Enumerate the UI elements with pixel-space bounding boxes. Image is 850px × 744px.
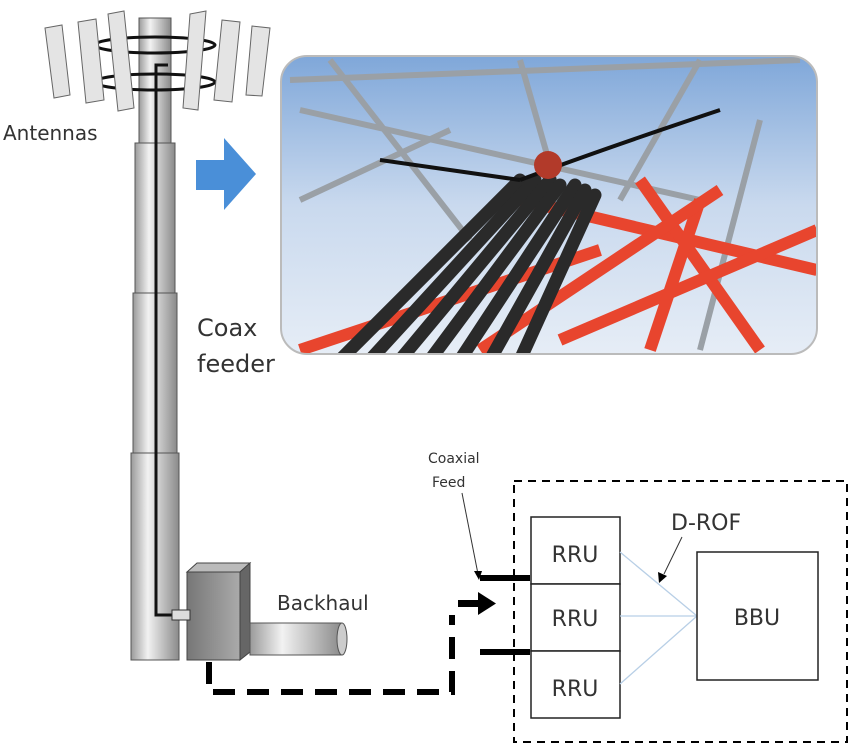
coaxial-feed-pointer-icon — [474, 571, 482, 580]
rru-box-1 — [530, 516, 621, 585]
antennas-label: Antennas — [3, 121, 98, 145]
coax-feed-line-bottom — [480, 649, 530, 655]
equipment-cabinet — [171, 561, 252, 662]
system-boundary — [513, 480, 848, 743]
blue-arrow-icon — [196, 138, 256, 210]
coaxial-feed-label-line1: Coaxial — [428, 451, 480, 467]
rru-label-3: RRU — [552, 677, 599, 702]
antenna-array — [44, 10, 271, 112]
tower-cable-photo — [281, 56, 817, 354]
d-rof-pointer-icon — [658, 572, 667, 583]
d-rof-label: D-ROF — [671, 511, 741, 536]
coax-feeder-label-line2: feeder — [197, 350, 275, 378]
backhaul-pipe — [249, 622, 348, 656]
coax-feed-line-top — [480, 575, 530, 581]
d-rof-fiber-links — [619, 551, 698, 685]
backhaul-label: Backhaul — [277, 591, 369, 615]
cell-tower — [130, 17, 185, 661]
rru-label-1: RRU — [552, 543, 599, 568]
backhaul-dashed-path — [206, 615, 455, 695]
backhaul-arrow-icon — [458, 592, 496, 615]
coaxial-feed-label-line2: Feed — [432, 475, 465, 491]
coax-cable — [154, 63, 185, 617]
bbu-box — [696, 551, 819, 681]
coax-feeder-label-line1: Coax — [197, 314, 257, 342]
rru-stack — [530, 516, 621, 719]
rru-label-2: RRU — [552, 607, 599, 632]
rru-box-2 — [530, 583, 621, 652]
rru-box-3 — [530, 650, 621, 719]
bbu-label: BBU — [734, 606, 780, 631]
